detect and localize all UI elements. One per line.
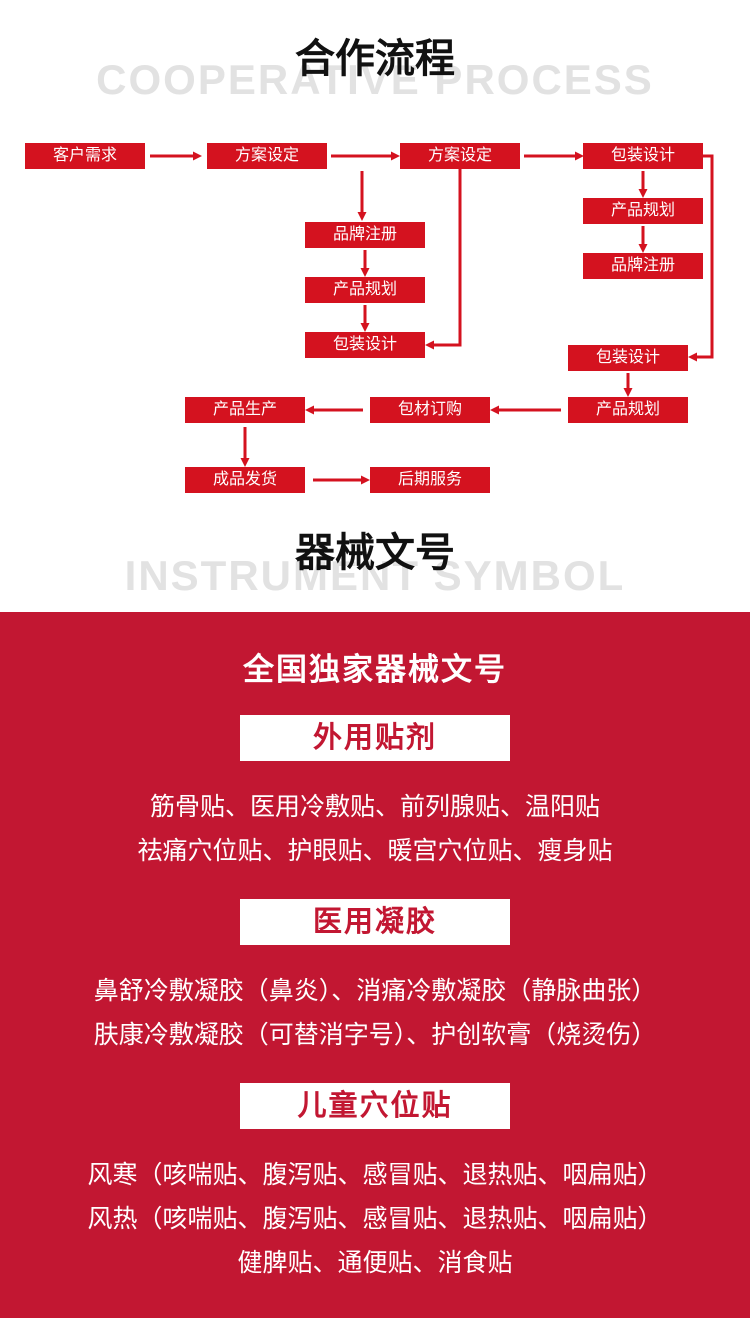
flow-node-plan-setup-1: 方案设定 — [207, 143, 327, 169]
product-list-line: 鼻舒冷敷凝胶（鼻炎）、消痛冷敷凝胶（静脉曲张） — [93, 977, 657, 1005]
flow-node-product-planning-1: 产品规划 — [305, 277, 425, 303]
product-list-line: 肤康冷敷凝胶（可替消字号）、护创软膏（烧烫伤） — [93, 1021, 657, 1049]
medical-gel-list: 鼻舒冷敷凝胶（鼻炎）、消痛冷敷凝胶（静脉曲张） 肤康冷敷凝胶（可替消字号）、护创… — [0, 969, 750, 1057]
external-patches-list: 筋骨贴、医用冷敷贴、前列腺贴、温阳贴 祛痛穴位贴、护眼贴、暖宫穴位贴、瘦身贴 — [0, 785, 750, 873]
flow-node-customer-needs: 客户需求 — [25, 143, 145, 169]
flow-node-product-planning-3: 产品规划 — [568, 397, 688, 423]
product-list-line: 风热（咳喘贴、腹泻贴、感冒贴、退热贴、咽扁贴） — [87, 1205, 663, 1233]
flow-node-material-order: 包材订购 — [370, 397, 490, 423]
flow-node-package-design-2: 包装设计 — [305, 332, 425, 358]
process-section-title: 合作流程 — [295, 37, 455, 81]
product-list-line: 风寒（咳喘贴、腹泻贴、感冒贴、退热贴、咽扁贴） — [87, 1161, 663, 1189]
product-list-line: 筋骨贴、医用冷敷贴、前列腺贴、温阳贴 — [149, 793, 600, 821]
flow-arrow — [425, 169, 462, 350]
product-list-line: 祛痛穴位贴、护眼贴、暖宫穴位贴、瘦身贴 — [137, 837, 613, 865]
category-tab-medical-gel: 医用凝胶 — [240, 899, 510, 945]
flow-node-production: 产品生产 — [185, 397, 305, 423]
process-watermark-text: COOPERATIVE PROCESS — [96, 56, 654, 103]
flow-node-delivery: 成品发货 — [185, 467, 305, 493]
children-acupoint-patches-list: 风寒（咳喘贴、腹泻贴、感冒贴、退热贴、咽扁贴） 风热（咳喘贴、腹泻贴、感冒贴、退… — [0, 1153, 750, 1285]
symbol-section-title: 器械文号 — [295, 531, 455, 575]
category-tab-external-patches: 外用贴剂 — [240, 715, 510, 761]
category-tab-children-acupoint-patches: 儿童穴位贴 — [240, 1083, 510, 1129]
flow-node-package-design-1: 包装设计 — [583, 143, 703, 169]
instrument-symbol-section: 全国独家器械文号 外用贴剂 筋骨贴、医用冷敷贴、前列腺贴、温阳贴 祛痛穴位贴、护… — [0, 612, 750, 1318]
flow-node-after-sales-service: 后期服务 — [370, 467, 490, 493]
flow-arrow — [688, 154, 714, 362]
flow-node-brand-registration-2: 品牌注册 — [583, 253, 703, 279]
symbol-watermark-text: INSTRUMENT SYMBOL — [124, 552, 626, 599]
flow-node-product-planning-2: 产品规划 — [583, 198, 703, 224]
product-list-line: 健脾贴、通便贴、消食贴 — [237, 1249, 513, 1277]
flowchart-connectors — [150, 151, 714, 485]
exclusive-symbol-heading: 全国独家器械文号 — [243, 652, 507, 687]
flow-node-plan-setup-2: 方案设定 — [400, 143, 520, 169]
flow-node-package-design-3: 包装设计 — [568, 345, 688, 371]
flow-node-brand-registration-1: 品牌注册 — [305, 222, 425, 248]
